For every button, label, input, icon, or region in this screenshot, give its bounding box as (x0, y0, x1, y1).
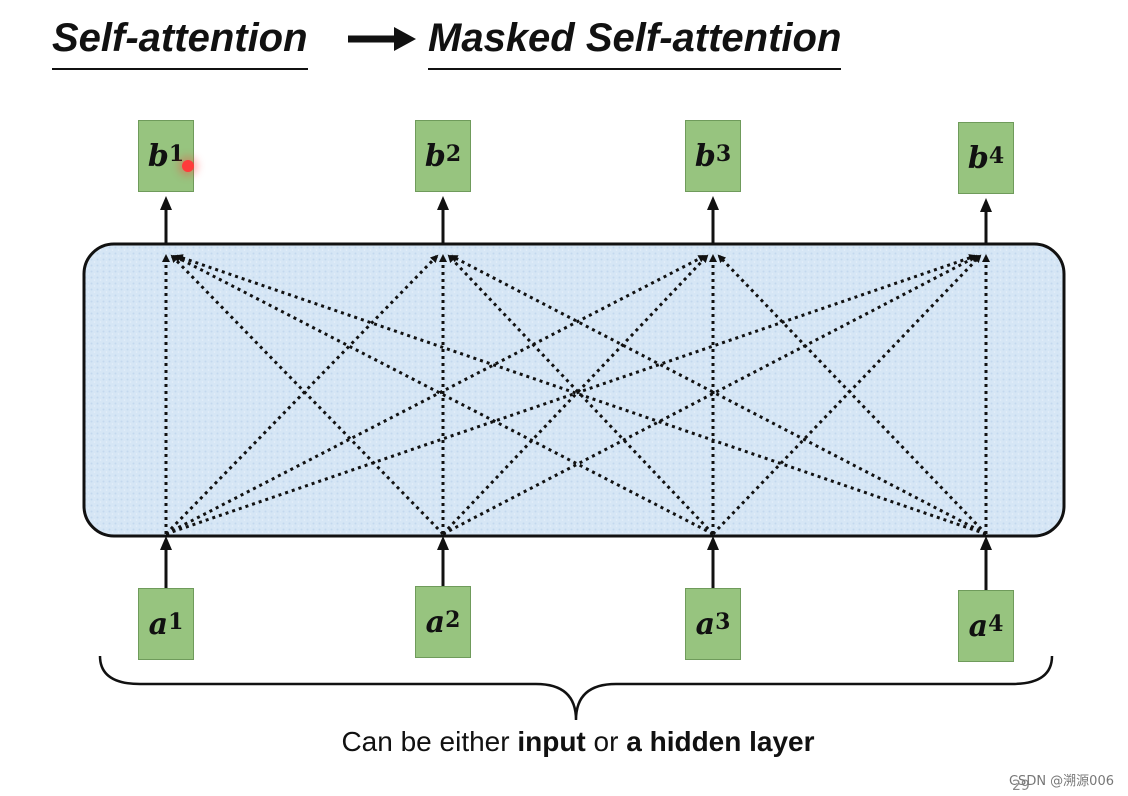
attention-link-a1-b2 (164, 254, 439, 536)
curly-brace (98, 655, 1054, 721)
attention-link-a2-b3 (441, 254, 709, 536)
attention-link-a4-b2 (449, 254, 987, 536)
attention-link-a2-b4 (442, 254, 980, 536)
watermark: CSDN @溯源006 (1008, 774, 1114, 789)
title-self-attention: Self-attention (52, 12, 308, 70)
attention-link-a2-b1 (170, 254, 445, 536)
title-masked-self-attention: Masked Self-attention (428, 12, 842, 70)
attention-link-a3-b1 (172, 254, 714, 536)
input-output-arrows (160, 196, 992, 590)
caption: Can be either input or a hidden layer (341, 726, 815, 757)
attention-link-a1-b3 (165, 254, 707, 536)
attention-link-a1-b4 (165, 254, 978, 536)
self-attention-block (82, 242, 1066, 538)
laser-pointer-dot (182, 160, 194, 172)
arrow-icon (348, 27, 416, 51)
attention-link-a3-b4 (711, 254, 982, 536)
page-number: 29 (1012, 778, 1030, 794)
attention-link-a4-b1 (174, 254, 987, 536)
attention-connections (162, 254, 990, 536)
attention-link-a4-b3 (717, 254, 988, 536)
